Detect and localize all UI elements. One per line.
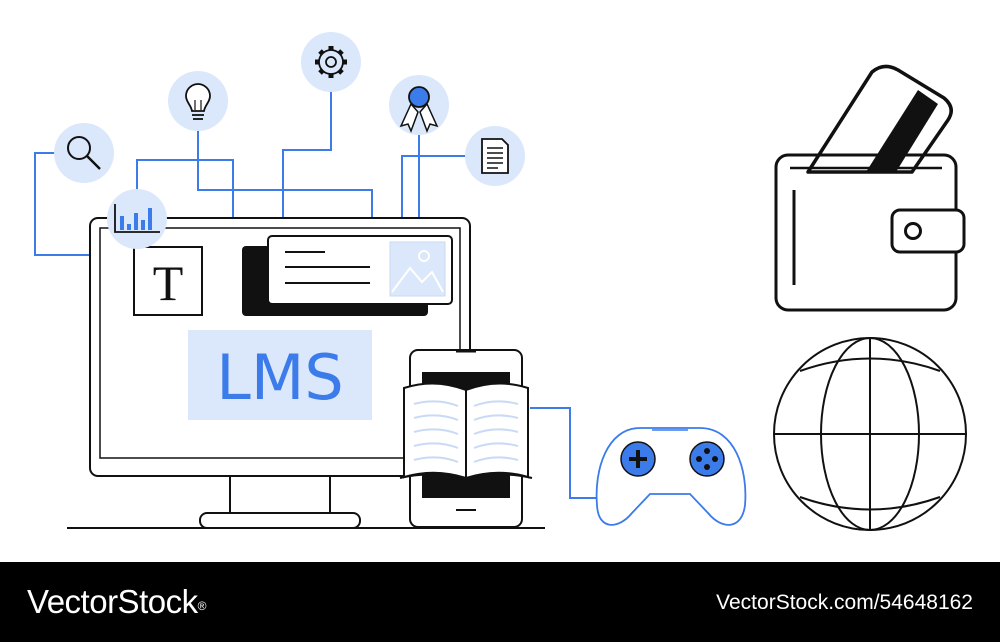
content-card: [242, 235, 453, 316]
document-icon: [465, 126, 525, 186]
footer-bar: VectorStock® VectorStock.com/54648162: [0, 562, 1000, 642]
open-book-icon: [399, 382, 533, 482]
illustration-canvas: T LMS: [34, 32, 967, 531]
award-ribbon-icon: [389, 75, 449, 135]
image-icon: [389, 241, 446, 297]
text-tile-glyph: T: [153, 255, 184, 311]
content-card-text-lines: [285, 251, 370, 284]
brand-registered-mark: ®: [197, 599, 207, 613]
connector-lines: [34, 90, 602, 499]
monitor-screen: [99, 227, 461, 459]
lms-label: LMS: [216, 341, 343, 414]
brand-name: VectorStock: [27, 583, 198, 620]
image-id: VectorStock.com/54648162: [716, 591, 973, 614]
brand-logo[interactable]: VectorStock®: [27, 582, 206, 622]
gamepad-icon: [595, 427, 747, 526]
bar-chart-icon: [107, 189, 167, 249]
monitor-neck: [229, 476, 331, 513]
credit-card-icon: [806, 64, 953, 174]
search-icon: [54, 123, 114, 183]
text-tile-icon: T: [133, 246, 203, 316]
lms-label-box: LMS: [188, 330, 372, 420]
gear-icon: [301, 32, 361, 92]
monitor-base: [199, 512, 361, 529]
wallet-icon: [774, 64, 966, 312]
globe-icon: [773, 337, 967, 531]
lightbulb-icon: [168, 71, 228, 131]
